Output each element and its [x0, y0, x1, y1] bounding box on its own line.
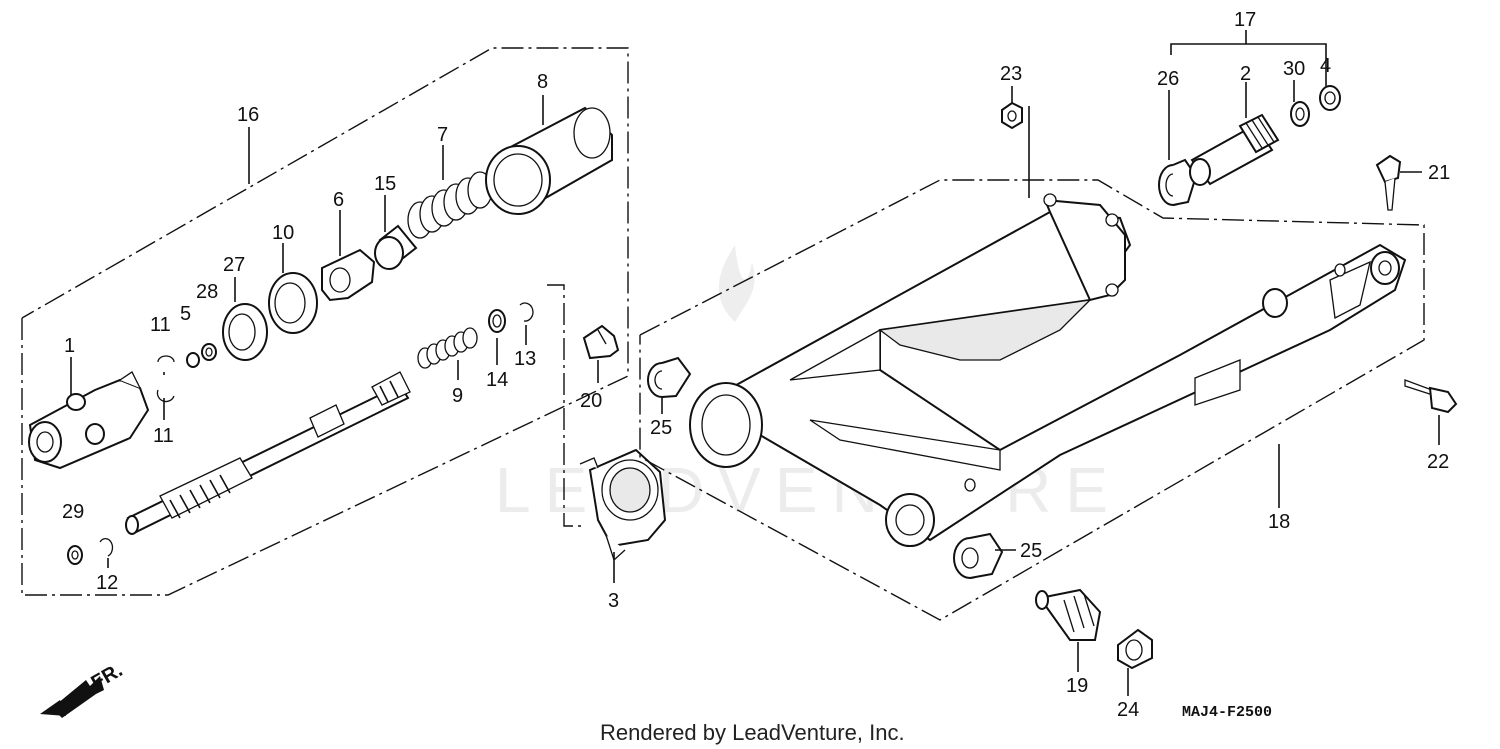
circlip-11b — [156, 389, 175, 403]
front-direction-indicator: FR. — [40, 659, 126, 718]
bolt-21 — [1375, 154, 1402, 211]
label-part-7: 7 — [437, 124, 448, 146]
swingarm-group — [639, 106, 1425, 621]
label-part-10: 10 — [272, 222, 294, 244]
label-part-15: 15 — [374, 173, 396, 195]
label-part-23: 23 — [1000, 63, 1022, 85]
label-part-21: 21 — [1428, 162, 1450, 184]
label-part-25b: 25 — [1020, 540, 1042, 562]
bolt-20 — [582, 324, 620, 360]
bolt-22 — [1404, 379, 1458, 414]
oil-seal-27 — [222, 303, 268, 361]
label-part-11b: 11 — [153, 425, 174, 447]
label-part-3: 3 — [608, 590, 619, 612]
label-part-20: 20 — [580, 390, 602, 412]
label-part-29: 29 — [62, 501, 84, 523]
label-part-2: 2 — [1240, 63, 1251, 85]
nut-4 — [1319, 85, 1341, 111]
label-part-4: 4 — [1320, 55, 1331, 77]
label-part-14: 14 — [486, 369, 508, 391]
boot-3 — [579, 448, 667, 562]
label-part-8: 8 — [537, 71, 548, 93]
final-drive-group — [1158, 30, 1341, 206]
label-part-11a: 11 — [150, 314, 171, 336]
collar-15 — [374, 224, 418, 270]
universal-joint — [28, 371, 150, 470]
footer-credit: Rendered by LeadVenture, Inc. — [600, 720, 905, 745]
label-part-30: 30 — [1283, 58, 1305, 80]
diagram-code: MAJ4-F2500 — [1182, 704, 1272, 721]
label-part-13: 13 — [514, 348, 536, 370]
label-part-1: 1 — [64, 335, 75, 357]
label-part-24: 24 — [1117, 699, 1139, 721]
bearing-25a — [647, 356, 692, 398]
label-part-12: 12 — [96, 572, 118, 594]
bearing-25b — [953, 532, 1004, 579]
splined-shaft-2 — [1189, 113, 1280, 186]
label-part-22: 22 — [1427, 451, 1449, 473]
boot-8 — [485, 106, 613, 215]
ring-10 — [268, 272, 318, 334]
part-labels: 1 2 3 4 5 6 7 8 9 10 11 11 12 13 14 15 1… — [62, 9, 1450, 721]
nut-23 — [1001, 101, 1023, 130]
label-part-28: 28 — [196, 281, 218, 303]
spring-7 — [407, 171, 493, 239]
oil-seal-26 — [1158, 158, 1198, 206]
label-part-6: 6 — [333, 189, 344, 211]
washer-30 — [1290, 101, 1310, 127]
spring-9 — [417, 327, 478, 369]
label-part-9: 9 — [452, 385, 463, 407]
label-part-17: 17 — [1234, 9, 1256, 31]
label-part-27: 27 — [223, 254, 245, 276]
clip-13 — [519, 302, 534, 322]
washer-5 — [186, 352, 200, 368]
locknut-24 — [1117, 628, 1153, 670]
circlip-12 — [99, 538, 114, 557]
yoke-6 — [321, 248, 376, 302]
label-part-19: 19 — [1066, 675, 1088, 697]
circlip-11a — [157, 355, 175, 363]
label-part-16: 16 — [237, 104, 259, 126]
label-part-18: 18 — [1268, 511, 1290, 533]
label-part-26: 26 — [1157, 68, 1179, 90]
drive-shaft-group — [21, 47, 629, 596]
label-part-5: 5 — [180, 303, 191, 325]
label-part-25a: 25 — [650, 417, 672, 439]
drive-shaft — [125, 371, 411, 535]
pivot-bolt-19 — [1035, 588, 1102, 641]
